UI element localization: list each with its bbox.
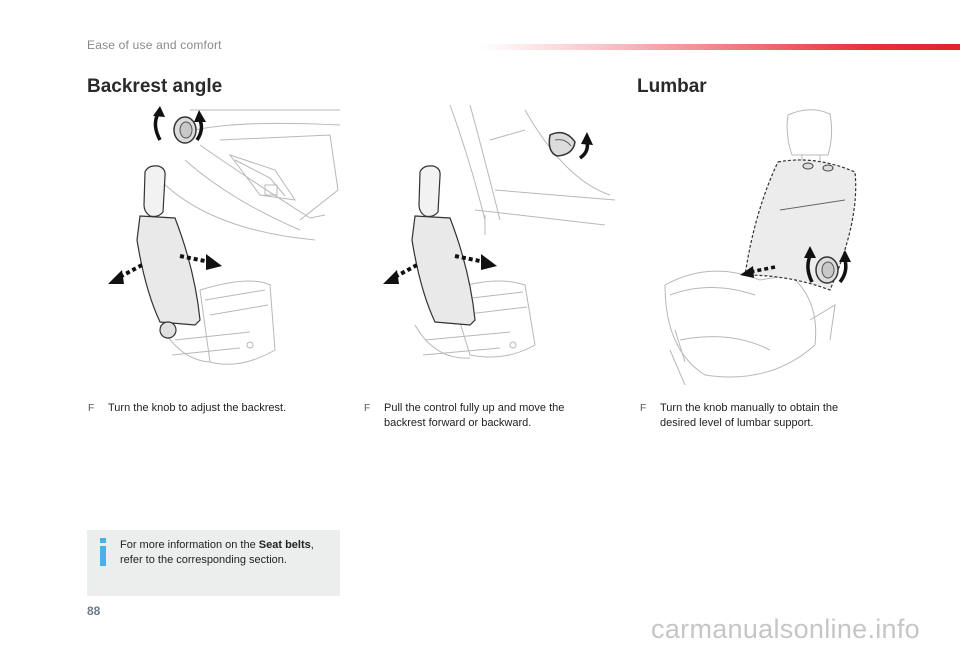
page-number: 88: [87, 604, 101, 618]
lumbar-heading: Lumbar: [637, 76, 707, 97]
info-box: For more information on the Seat belts, …: [87, 530, 340, 596]
backrest-lever-illustration: [383, 104, 616, 359]
instruction-3-text: Turn the knob manually to obtain the des…: [660, 402, 839, 429]
lever-control-icon: [548, 131, 593, 160]
backrest-angle-heading: Backrest angle: [87, 76, 223, 97]
info-icon: [100, 538, 106, 566]
backrest-knob-illustration: [108, 106, 341, 365]
info-suffix: ,: [310, 539, 314, 551]
header-title: Ease of use and comfort: [87, 38, 222, 52]
bullet-icon: F: [88, 403, 95, 414]
header-accent-bar: [480, 44, 960, 50]
watermark: carmanualsonline.info: [651, 614, 920, 644]
bullet-icon: F: [640, 403, 647, 414]
instruction-1-text: Turn the knob to adjust the backrest.: [108, 402, 287, 414]
instruction-3: F Turn the knob manually to obtain the d…: [640, 401, 865, 431]
lumbar-knob-icon: [804, 246, 851, 284]
instruction-2: F Pull the control fully up and move the…: [364, 401, 594, 431]
info-link-seat-belts: Seat belts: [258, 539, 311, 551]
info-line2: refer to the corresponding section.: [120, 554, 287, 566]
instruction-1: F Turn the knob to adjust the backrest.: [88, 401, 348, 416]
info-prefix: For more information on the: [120, 539, 259, 551]
instruction-2-text: Pull the control fully up and move the b…: [384, 402, 565, 429]
lumbar-illustration: [664, 109, 857, 385]
bullet-icon: F: [364, 403, 371, 414]
rotary-knob-icon: [153, 106, 206, 144]
info-text: For more information on the Seat belts, …: [120, 538, 335, 568]
